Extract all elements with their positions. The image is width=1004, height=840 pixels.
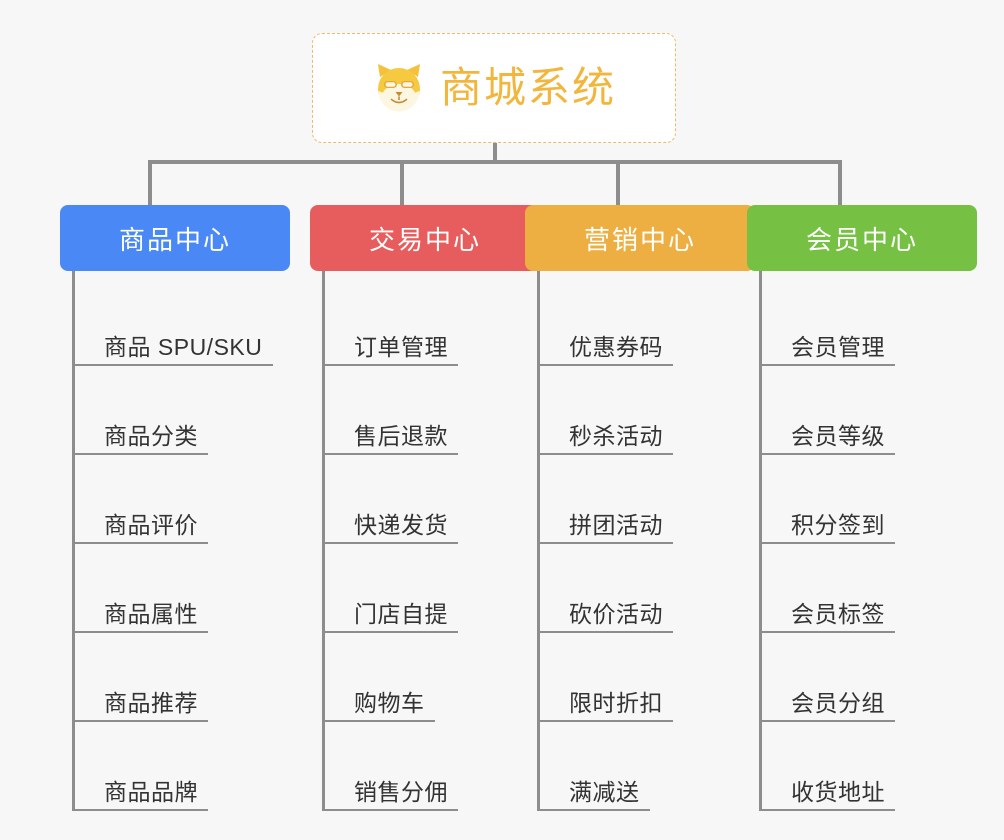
list-item-rule [537,631,673,633]
list-item-label: 商品推荐 [104,689,198,716]
list-item[interactable]: 拼团活动 [525,455,755,544]
list-item[interactable]: 商品属性 [60,544,290,633]
list-item[interactable]: 会员标签 [747,544,977,633]
list-item-rule [72,453,208,455]
connector-root-stem [493,143,497,163]
list-item-label: 商品属性 [104,600,198,627]
list-item[interactable]: 秒杀活动 [525,366,755,455]
list-item[interactable]: 商品品牌 [60,722,290,811]
branch-header-2[interactable]: 交易中心 [310,205,540,271]
branch-trunk-1 [72,271,75,811]
branch-header-4[interactable]: 会员中心 [747,205,977,271]
list-item[interactable]: 砍价活动 [525,544,755,633]
list-item-label: 收货地址 [791,778,885,805]
branch-column-1: 商品中心 商品 SPU/SKU 商品分类 商品评价 商品属性 商品推荐 [60,205,290,811]
list-item[interactable]: 商品评价 [60,455,290,544]
list-item-rule [537,720,673,722]
list-item-label: 秒杀活动 [569,422,663,449]
root-title: 商城系统 [439,64,616,111]
connector-drop-2 [400,160,404,208]
list-item-label: 购物车 [354,689,425,716]
list-item-rule [322,809,458,811]
list-item-label: 积分签到 [791,511,885,538]
branch-items-4: 会员管理 会员等级 积分签到 会员标签 会员分组 收货地址 [747,271,977,811]
list-item-label: 拼团活动 [569,511,663,538]
list-item-rule [72,631,208,633]
branch-trunk-3 [537,271,540,811]
connector-drop-1 [148,160,152,208]
list-item-rule [322,364,458,366]
list-item-label: 销售分佣 [354,778,448,805]
list-item[interactable]: 快递发货 [310,455,540,544]
list-item-rule [72,720,208,722]
branch-column-3: 营销中心 优惠券码 秒杀活动 拼团活动 砍价活动 限时折扣 [525,205,755,811]
list-item-rule [537,809,650,811]
branch-items-1: 商品 SPU/SKU 商品分类 商品评价 商品属性 商品推荐 商品品牌 [60,271,290,811]
list-item-rule [759,809,895,811]
list-item-label: 满减送 [569,778,640,805]
list-item-rule [322,453,458,455]
list-item-rule [322,631,458,633]
list-item-label: 会员标签 [791,600,885,627]
list-item-label: 快递发货 [354,511,448,538]
list-item[interactable]: 限时折扣 [525,633,755,722]
branch-column-2: 交易中心 订单管理 售后退款 快递发货 门店自提 购物车 [310,205,540,811]
branch-items-3: 优惠券码 秒杀活动 拼团活动 砍价活动 限时折扣 满减送 [525,271,755,811]
branch-header-1[interactable]: 商品中心 [60,205,290,271]
list-item-label: 商品品牌 [104,778,198,805]
list-item[interactable]: 售后退款 [310,366,540,455]
list-item-label: 商品分类 [104,422,198,449]
list-item[interactable]: 商品分类 [60,366,290,455]
list-item[interactable]: 商品 SPU/SKU [60,277,290,366]
list-item-rule [537,364,673,366]
list-item[interactable]: 订单管理 [310,277,540,366]
list-item[interactable]: 商品推荐 [60,633,290,722]
branch-column-4: 会员中心 会员管理 会员等级 积分签到 会员标签 会员分组 [747,205,977,811]
list-item[interactable]: 销售分佣 [310,722,540,811]
list-item[interactable]: 满减送 [525,722,755,811]
list-item-rule [759,542,895,544]
connector-drop-3 [616,160,620,208]
list-item-label: 会员分组 [791,689,885,716]
list-item-label: 售后退款 [354,422,448,449]
list-item-label: 会员等级 [791,422,885,449]
list-item-rule [72,364,273,366]
list-item-label: 订单管理 [354,333,448,360]
list-item-rule [537,453,673,455]
shiba-dog-face-icon [372,61,426,115]
list-item-rule [759,720,895,722]
branch-trunk-4 [759,271,762,811]
list-item[interactable]: 收货地址 [747,722,977,811]
list-item-label: 商品评价 [104,511,198,538]
list-item-rule [72,542,208,544]
list-item[interactable]: 积分签到 [747,455,977,544]
list-item[interactable]: 会员管理 [747,277,977,366]
branch-header-3[interactable]: 营销中心 [525,205,755,271]
list-item-label: 砍价活动 [569,600,663,627]
list-item-rule [537,542,673,544]
connector-drop-4 [838,160,842,208]
list-item-rule [72,809,208,811]
list-item-label: 优惠券码 [569,333,663,360]
list-item-rule [322,542,458,544]
list-item[interactable]: 购物车 [310,633,540,722]
list-item[interactable]: 会员等级 [747,366,977,455]
root-node[interactable]: 商城系统 [312,33,676,143]
list-item-label: 门店自提 [354,600,448,627]
list-item[interactable]: 会员分组 [747,633,977,722]
list-item-label: 商品 SPU/SKU [104,333,263,360]
list-item-label: 会员管理 [791,333,885,360]
list-item[interactable]: 门店自提 [310,544,540,633]
list-item-rule [759,453,895,455]
list-item-rule [322,720,435,722]
branch-trunk-2 [322,271,325,811]
list-item-rule [759,631,895,633]
connector-horizontal-bus [150,160,842,164]
list-item-label: 限时折扣 [569,689,663,716]
list-item[interactable]: 优惠券码 [525,277,755,366]
branch-items-2: 订单管理 售后退款 快递发货 门店自提 购物车 销售分佣 [310,271,540,811]
list-item-rule [759,364,895,366]
